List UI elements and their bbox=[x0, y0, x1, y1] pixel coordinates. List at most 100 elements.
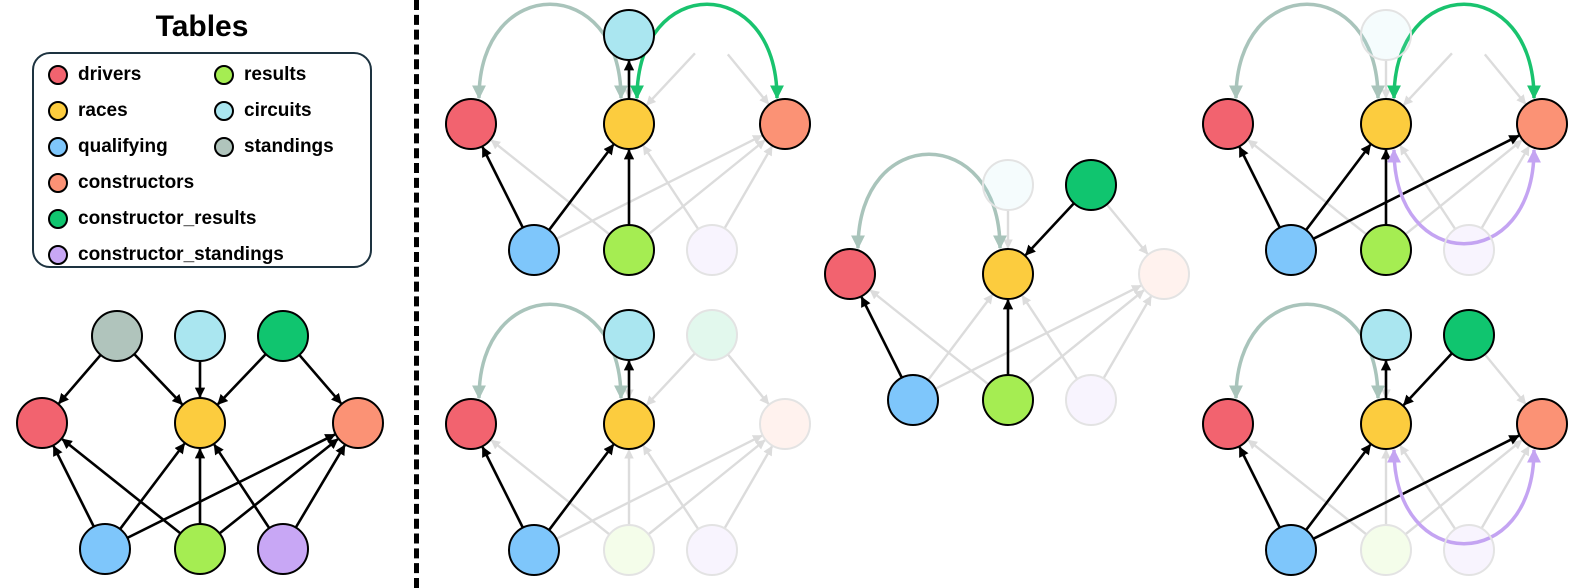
legend-title: Tables bbox=[155, 10, 249, 43]
faded-edge-A bbox=[647, 139, 766, 236]
legend-label: races bbox=[78, 100, 128, 121]
subgraph-C-node-races bbox=[982, 248, 1034, 300]
schema-edge-constructor_results-constructors bbox=[298, 354, 343, 405]
subgraph-D-arc-standings bbox=[1229, 2, 1385, 100]
subgraph-D-node-drivers bbox=[1202, 98, 1254, 150]
subgraph-A-node-races bbox=[603, 98, 655, 150]
subgraph-C-node-drivers bbox=[824, 248, 876, 300]
legend-item-constructor-standings: constructor_standings bbox=[48, 241, 284, 269]
legend-dot-qualifying bbox=[48, 137, 68, 157]
schema-edge-constructor_standings-constructors bbox=[294, 444, 346, 529]
legend-label: results bbox=[244, 64, 307, 85]
subgraph-A-node-qualifying bbox=[508, 224, 560, 276]
faded-edge-D bbox=[1247, 139, 1368, 236]
faded-edge-D bbox=[1480, 145, 1531, 229]
subgraph-B-edge-qualifying-drivers bbox=[481, 446, 524, 529]
legend-item-races: races bbox=[48, 97, 128, 125]
faded-edge-C bbox=[1021, 294, 1079, 380]
faded-edge-A bbox=[555, 134, 763, 240]
schema-node-races bbox=[174, 397, 226, 449]
subgraph-E-edge-qualifying-constructors bbox=[1312, 434, 1520, 540]
legend-item-drivers: drivers bbox=[48, 61, 141, 89]
subgraph-B-faded-node-constructor_standings bbox=[686, 524, 738, 576]
schema-node-constructor_standings bbox=[257, 523, 309, 575]
faded-edge-B bbox=[723, 445, 774, 529]
schema-node-standings bbox=[91, 310, 143, 362]
legend-dot-results bbox=[214, 65, 234, 85]
subgraph-E-node-drivers bbox=[1202, 398, 1254, 450]
faded-edge-C bbox=[1102, 295, 1153, 379]
subgraph-E-node-constructors bbox=[1516, 398, 1568, 450]
subgraph-C-arc-standings bbox=[851, 152, 1007, 250]
subgraph-A-faded-node-constructor_standings bbox=[686, 224, 738, 276]
subgraph-D-faded-node-circuits bbox=[1360, 9, 1412, 61]
subgraph-E-arc-constructor_standings bbox=[1387, 448, 1541, 546]
subgraph-C-node-qualifying bbox=[887, 374, 939, 426]
subgraph-D-arc-constructor_results bbox=[1387, 2, 1541, 100]
legend-box: drivers results races circuits qualifyin… bbox=[32, 52, 372, 268]
subgraph-A-node-results bbox=[603, 224, 655, 276]
subgraph-D-node-races bbox=[1360, 98, 1412, 150]
subgraph-E-node-circuits bbox=[1360, 309, 1412, 361]
legend-label: constructor_standings bbox=[78, 244, 284, 265]
subgraph-C-node-constructor_results bbox=[1065, 159, 1117, 211]
subgraph-E-node-races bbox=[1360, 398, 1412, 450]
legend-dot-constructors bbox=[48, 173, 68, 193]
legend-dot-drivers bbox=[48, 65, 68, 85]
faded-edge-D bbox=[1402, 52, 1453, 106]
subgraph-E-faded-node-results bbox=[1360, 524, 1412, 576]
faded-edge-E bbox=[1480, 445, 1531, 529]
faded-edge-C bbox=[927, 293, 994, 381]
subgraph-B-node-qualifying bbox=[508, 524, 560, 576]
legend-dot-constructor-standings bbox=[48, 245, 68, 265]
legend-label: circuits bbox=[244, 100, 312, 121]
legend-label: constructors bbox=[78, 172, 195, 193]
schema-node-qualifying bbox=[79, 523, 131, 575]
legend-item-constructor-results: constructor_results bbox=[48, 205, 256, 233]
schema-edge-qualifying-drivers bbox=[52, 445, 95, 528]
schema-edge-constructor_results-races bbox=[217, 353, 267, 406]
subgraph-D-arc-constructor_standings bbox=[1387, 148, 1541, 246]
faded-edge-A bbox=[726, 53, 770, 105]
subgraph-D-edge-qualifying-constructors bbox=[1312, 134, 1520, 240]
legend-item-circuits: circuits bbox=[214, 97, 312, 125]
schema-edge-results-constructors bbox=[218, 438, 339, 535]
faded-edge-C bbox=[934, 284, 1142, 390]
subgraph-E-arc-standings bbox=[1229, 302, 1385, 400]
faded-edge-B bbox=[555, 434, 763, 540]
subgraph-E-edge-qualifying-drivers bbox=[1238, 446, 1281, 529]
section-divider bbox=[414, 0, 419, 588]
subgraph-C-faded-node-constructor_standings bbox=[1065, 374, 1117, 426]
subgraph-A-arc-constructor_results bbox=[630, 2, 784, 100]
subgraph-B-node-races bbox=[603, 398, 655, 450]
faded-edge-E bbox=[1247, 439, 1368, 536]
subgraph-C-node-results bbox=[982, 374, 1034, 426]
subgraph-C-edge-constructor_results-races bbox=[1024, 202, 1075, 256]
subgraph-D-edge-qualifying-drivers bbox=[1238, 146, 1281, 229]
subgraph-D-edge-qualifying-races bbox=[1305, 143, 1372, 231]
subgraph-A-node-drivers bbox=[445, 98, 497, 150]
schema-edge-standings-races bbox=[133, 353, 183, 406]
subgraph-A-edge-qualifying-races bbox=[548, 143, 615, 231]
legend-label: drivers bbox=[78, 64, 142, 85]
legend-item-qualifying: qualifying bbox=[48, 133, 168, 161]
faded-edge-A bbox=[490, 139, 611, 236]
subgraph-D-node-qualifying bbox=[1265, 224, 1317, 276]
subgraph-C-faded-node-circuits bbox=[982, 159, 1034, 211]
subgraph-D-node-constructors bbox=[1516, 98, 1568, 150]
faded-edge-C bbox=[1105, 203, 1149, 255]
subgraph-E-node-qualifying bbox=[1265, 524, 1317, 576]
schema-edge-results-drivers bbox=[61, 438, 182, 535]
subgraph-A-arc-standings bbox=[472, 2, 628, 100]
legend-label: qualifying bbox=[78, 136, 168, 157]
subgraph-B-faded-node-constructor_results bbox=[686, 309, 738, 361]
schema-edge-standings-drivers bbox=[57, 354, 102, 405]
schema-node-drivers bbox=[16, 397, 68, 449]
legend-item-results: results bbox=[214, 61, 306, 89]
legend-dot-standings bbox=[214, 137, 234, 157]
schema-node-results bbox=[174, 523, 226, 575]
subgraph-D-node-results bbox=[1360, 224, 1412, 276]
schema-node-circuits bbox=[174, 310, 226, 362]
faded-edge-A bbox=[642, 144, 700, 230]
subgraph-E-edge-constructor_results-races bbox=[1402, 352, 1453, 406]
